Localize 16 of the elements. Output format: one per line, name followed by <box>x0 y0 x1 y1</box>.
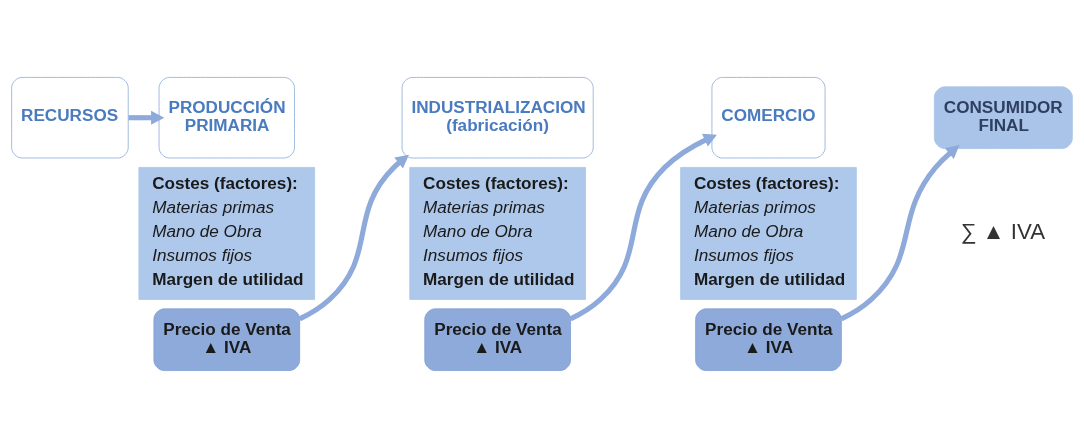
node-box: Precio de Venta ▲ IVA <box>695 308 842 371</box>
node-label: ∑ ▲ IVA <box>960 218 1046 244</box>
node-box: Precio de Venta ▲ IVA <box>153 308 301 371</box>
node-box: Costes (factores): Materias primas Mano de Obra Insumos fijos Margen de utilidad <box>409 167 586 300</box>
arrow <box>569 133 717 322</box>
node-box: CONSUMIDOR FINAL <box>933 86 1073 149</box>
arrow <box>298 154 409 322</box>
node-box: Costes (factores): Materias primos Mano de Obra Insumos fijos Margen de utilidad <box>680 167 857 300</box>
node-box: Costes (factores): Materias primas Mano de Obra Insumos fijos Margen de utilidad <box>138 167 316 300</box>
arrow <box>840 145 960 322</box>
arrow <box>128 110 165 125</box>
node-box: RECURSOS <box>11 77 129 159</box>
node-box: COMERCIO <box>711 77 826 159</box>
node-box: Precio de Venta ▲ IVA <box>424 308 571 371</box>
node-box: PRODUCCIÓN PRIMARIA <box>158 77 295 159</box>
node-box: INDUSTRIALIZACION (fabricación) <box>401 77 594 159</box>
